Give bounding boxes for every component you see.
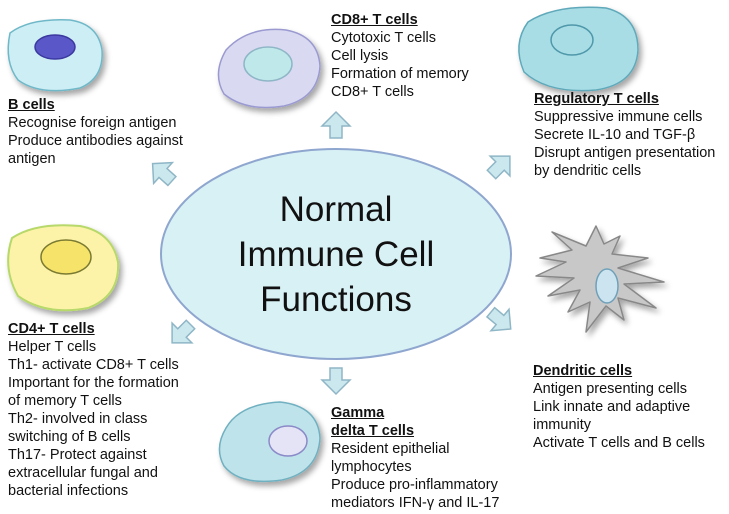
gamma-delta-line: lymphocytes xyxy=(331,459,412,475)
b-cells-line: Produce antibodies against xyxy=(8,133,183,149)
cd8-line: Formation of memory xyxy=(331,66,469,82)
dendritic-cell-icon xyxy=(535,225,665,333)
cd4-line: Th17- Protect against xyxy=(8,447,147,463)
b-cells-line: Recognise foreign antigen xyxy=(8,115,177,131)
center-title-line: Immune Cell xyxy=(237,235,435,274)
cd4-block: CD4+ T cells Helper T cells Th1- activat… xyxy=(8,320,179,500)
b-cells-title: B cells xyxy=(8,97,55,113)
cd8-t-cell-icon xyxy=(217,28,321,109)
cd4-line: Helper T cells xyxy=(8,339,97,355)
center-title-line: Normal xyxy=(279,190,393,229)
gamma-delta-title-text: Gamma xyxy=(331,405,385,421)
cd4-line: bacterial infections xyxy=(8,483,129,499)
gamma-delta-line: mediators IFN-γ and IL-17 xyxy=(331,495,500,511)
b-cells-block: B cells Recognise foreign antigen Produc… xyxy=(8,96,183,168)
cd8-line: Cytotoxic T cells xyxy=(331,30,437,46)
cd8-line: CD8+ T cells xyxy=(331,84,414,100)
gamma-delta-line: Produce pro-inflammatory xyxy=(331,477,498,493)
cd4-line: Th1- activate CD8+ T cells xyxy=(8,357,179,373)
gamma-delta-t-cell-icon xyxy=(218,401,321,483)
cd4-title: CD4+ T cells xyxy=(8,321,95,337)
cd4-line: switching of B cells xyxy=(8,429,131,445)
cd4-line: Th2- involved in class xyxy=(8,411,148,427)
arrow-up-cd8 xyxy=(320,110,352,139)
gamma-delta-title-1: Gamma xyxy=(331,404,499,422)
regulatory-line: Suppressive immune cells xyxy=(534,109,703,125)
regulatory-line: Disrupt antigen presentation xyxy=(534,145,716,161)
dendritic-line: Link innate and adaptive xyxy=(533,399,691,415)
regulatory-block: Regulatory T cells Suppressive immune ce… xyxy=(534,90,715,180)
arrow-down-gamma xyxy=(320,367,352,396)
cd4-line: of memory T cells xyxy=(8,393,122,409)
arrow-to-b-cells xyxy=(151,161,177,187)
arrow-to-dendritic xyxy=(485,306,512,332)
cd8-title: CD8+ T cells xyxy=(331,12,418,28)
dendritic-block: Dendritic cells Antigen presenting cells… xyxy=(533,362,705,452)
cd8-block: CD8+ T cells Cytotoxic T cells Cell lysi… xyxy=(331,11,469,101)
cd8-line: Cell lysis xyxy=(331,48,389,64)
regulatory-line: Secrete IL-10 and TGF-β xyxy=(534,127,696,143)
center-ellipse xyxy=(160,148,512,360)
dendritic-title: Dendritic cells xyxy=(533,363,633,379)
dendritic-line: Antigen presenting cells xyxy=(533,381,687,397)
b-cells-line: antigen xyxy=(8,151,56,167)
cd4-t-cell-icon xyxy=(7,224,120,312)
dendritic-line: immunity xyxy=(533,417,592,433)
arrow-to-regulatory xyxy=(486,155,511,180)
dendritic-line: Activate T cells and B cells xyxy=(533,435,705,451)
regulatory-title: Regulatory T cells xyxy=(534,91,659,107)
gamma-delta-title-2: delta T cells xyxy=(331,423,415,439)
b-cell-icon xyxy=(7,19,103,92)
center-title: Normal Immune Cell Functions xyxy=(186,187,486,322)
center-title-line: Functions xyxy=(260,280,412,319)
cd4-line: extracellular fungal and xyxy=(8,465,158,481)
gamma-delta-line: Resident epithelial xyxy=(331,441,450,457)
cd4-line: Important for the formation xyxy=(8,375,179,391)
regulatory-t-cell-icon xyxy=(518,6,639,92)
gamma-delta-block: Gamma delta T cells Resident epithelial … xyxy=(331,404,499,512)
arrow-to-cd4 xyxy=(171,319,196,344)
regulatory-line: by dendritic cells xyxy=(534,163,642,179)
